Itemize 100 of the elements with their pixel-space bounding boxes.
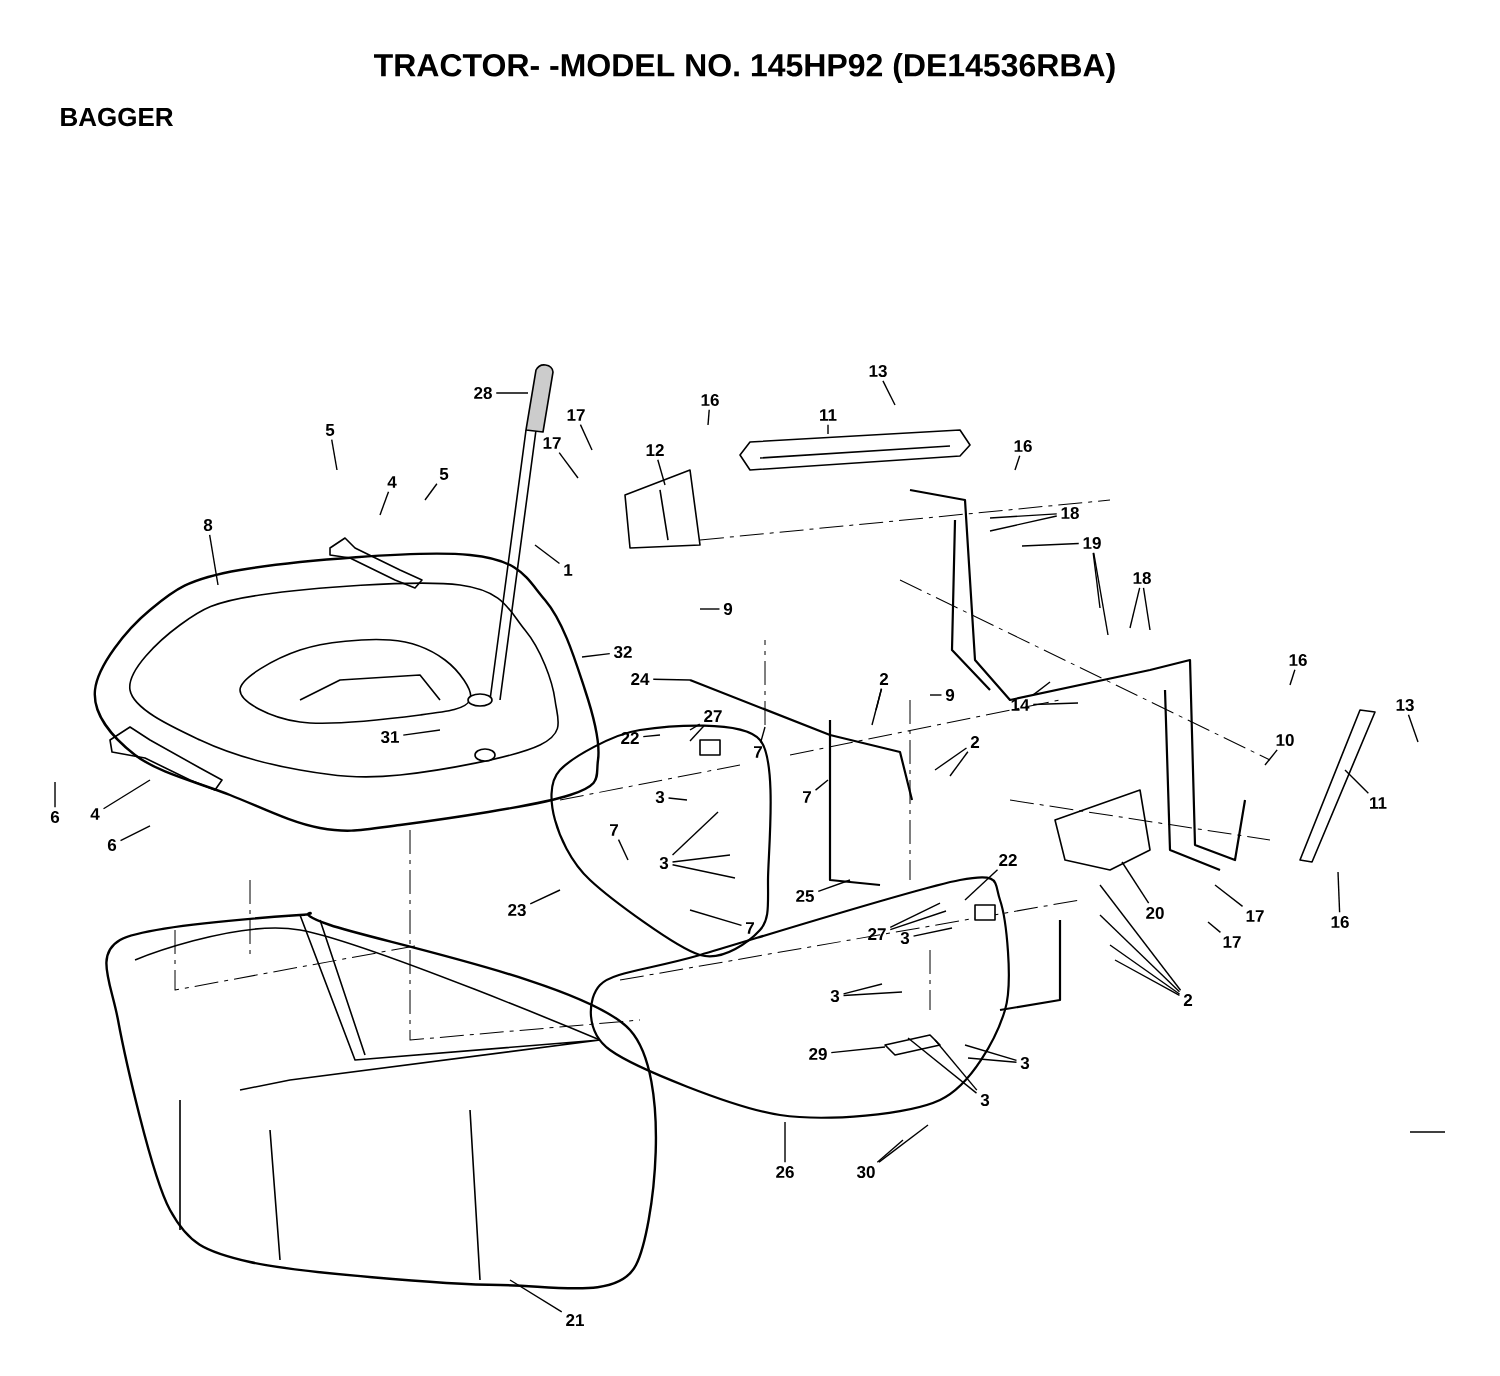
leader-line (671, 811, 719, 856)
leader-line (424, 483, 438, 501)
section-heading: BAGGER (61, 107, 174, 127)
callout-number: 17 (1246, 910, 1264, 922)
leader-line (1109, 944, 1181, 995)
leader-line (1114, 959, 1181, 997)
callout-number: 14 (1011, 699, 1030, 711)
leader-line (1093, 552, 1109, 636)
callout-number: 18 (1061, 507, 1079, 519)
leader-line (534, 544, 561, 565)
callout-number: 32 (613, 646, 632, 659)
callout-number: 3 (900, 932, 910, 945)
leader-line (652, 678, 691, 681)
leader-line (1099, 884, 1182, 991)
leader-line (967, 1057, 1018, 1063)
leader-line (579, 423, 593, 451)
callout-number: 6 (107, 839, 117, 851)
leader-line (529, 889, 561, 905)
callout-number: 28 (474, 387, 492, 399)
callout-number: 9 (723, 603, 733, 615)
leader-line (907, 1037, 978, 1094)
leader-line (667, 797, 688, 801)
callout-number: 5 (325, 424, 335, 436)
leader-line (102, 779, 151, 810)
callout-number: 18 (1133, 572, 1151, 584)
title: TRACTOR- -MODEL NO. 145HP92 (DE14536RBA) (374, 53, 1115, 83)
callout-number: 9 (945, 689, 955, 701)
callout-number: 23 (508, 904, 526, 917)
leader-line (1407, 714, 1419, 743)
leader-line (964, 1044, 1018, 1062)
callout-number: 25 (796, 890, 814, 902)
leader-line (1264, 749, 1278, 766)
leader-line (208, 534, 219, 586)
leader-line (934, 1039, 978, 1091)
leader-line (671, 854, 731, 863)
leader-line (689, 723, 701, 731)
callout-number: 8 (203, 519, 213, 531)
callout-number: 16 (1014, 440, 1032, 452)
callout-number: 26 (776, 1166, 794, 1178)
callout-number: 22 (999, 854, 1017, 866)
leader-line (878, 1124, 929, 1163)
leader-line (934, 747, 968, 771)
callout-number: 7 (610, 824, 618, 836)
leader-line (54, 781, 56, 808)
leader-line (989, 515, 1058, 532)
callout-number: 24 (631, 673, 650, 685)
callout-number: 31 (380, 731, 399, 744)
callout-number: 4 (90, 808, 100, 820)
callout-number: 5 (439, 468, 449, 480)
callout-number: 7 (754, 746, 762, 758)
leader-line (1344, 769, 1370, 795)
callout-number: 3 (1020, 1057, 1030, 1070)
callout-number: 6 (50, 811, 60, 823)
callout-number: 3 (980, 1094, 990, 1107)
leader-line (1207, 921, 1222, 934)
callout-number: 13 (869, 365, 887, 378)
callout-number: 17 (567, 409, 585, 421)
callout-number: 2 (879, 673, 889, 685)
leader-line (119, 825, 151, 842)
callout-number: 2 (970, 736, 980, 748)
leader-line (889, 902, 941, 929)
callout-number: 10 (1276, 734, 1294, 746)
leader-line (657, 459, 666, 486)
leader-line (689, 909, 743, 927)
leader-line (989, 513, 1058, 519)
callout-number: 29 (809, 1048, 827, 1060)
callout-number: 12 (646, 444, 664, 456)
callout-number: 21 (566, 1314, 584, 1326)
leader-line (817, 879, 851, 892)
leader-line (689, 725, 705, 742)
leader-line (1129, 587, 1141, 629)
callout-number: 27 (868, 928, 886, 940)
leader-line (581, 652, 611, 658)
leader-line (784, 1121, 786, 1163)
leader-line (889, 910, 947, 931)
callout-number: 3 (659, 857, 669, 870)
callout-number: 17 (1223, 936, 1241, 948)
leader-line (830, 1046, 886, 1054)
callout-number: 3 (655, 791, 665, 804)
callout-number: 2 (1183, 994, 1193, 1006)
callout-number: 11 (1370, 797, 1387, 809)
callout-number: 16 (1331, 916, 1349, 928)
leader-line (949, 751, 969, 777)
callout-number: 27 (704, 710, 722, 722)
leader-line (929, 694, 943, 696)
leader-line (1121, 861, 1150, 904)
callout-number: 11 (820, 409, 837, 421)
leader-line (842, 983, 883, 995)
callout-number: 30 (856, 1166, 875, 1179)
leader-line (760, 726, 766, 744)
leader-line (1142, 587, 1151, 631)
leader-line (1099, 914, 1181, 993)
leader-line (1014, 455, 1021, 471)
callout-number: 7 (746, 922, 754, 934)
leader-line (871, 688, 883, 726)
leader-line (642, 734, 661, 738)
leader-line (1214, 884, 1244, 908)
leader-line (1021, 542, 1080, 547)
leader-line (331, 439, 338, 471)
leader-line (876, 1139, 904, 1163)
